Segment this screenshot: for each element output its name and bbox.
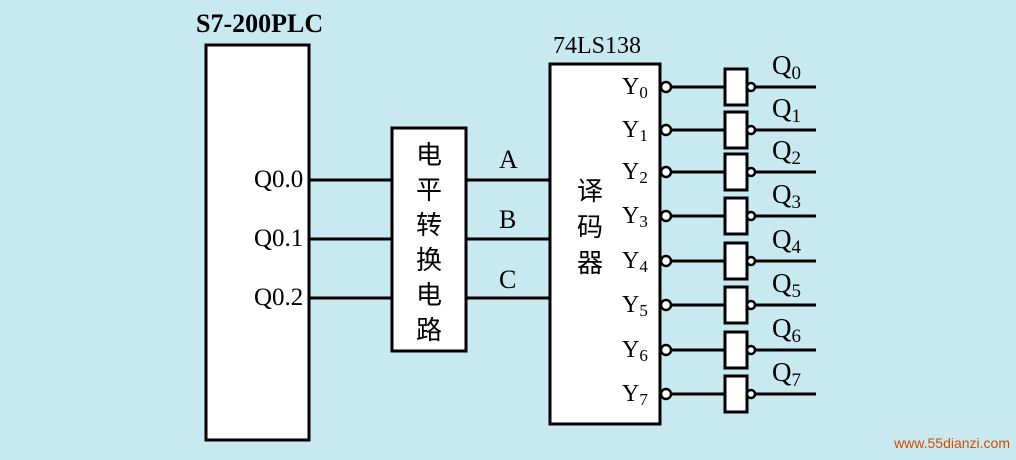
inversion-bubble-2	[659, 165, 673, 179]
gate-output-label-2: Q2	[772, 135, 801, 169]
plc-output-label-2: Q0.2	[254, 284, 303, 311]
gate-output-label-6-base: Q	[772, 313, 792, 343]
decoder-output-label-2-subscript: 2	[639, 168, 648, 187]
inversion-bubble-6	[659, 343, 673, 357]
decoder-char-2: 器	[577, 249, 603, 279]
converter-char-1: 平	[416, 176, 442, 206]
gate-output-label-0-subscript: 0	[792, 63, 802, 84]
gate-output-label-0-base: Q	[772, 50, 792, 80]
converter-char-4: 电	[416, 281, 442, 311]
plc-box	[204, 43, 311, 442]
gate-output-label-1: Q1	[772, 93, 801, 127]
gate-output-label-5: Q5	[772, 268, 801, 302]
gate-output-label-5-subscript: 5	[792, 281, 802, 302]
inversion-bubble-3	[659, 209, 673, 223]
decoder-output-label-1-base: Y	[622, 117, 639, 143]
buffer-gate-1	[723, 110, 749, 150]
buffer-gate-3	[723, 196, 749, 236]
converter-char-2: 转	[416, 211, 442, 241]
decoder-output-label-5-base: Y	[622, 292, 639, 318]
decoder-char-1: 码	[577, 213, 603, 243]
decoder-output-label-2-base: Y	[622, 159, 639, 185]
plc-title: S7-200PLC	[196, 9, 323, 38]
decoder-output-label-7: Y7	[622, 381, 648, 409]
gate-output-bubble-7	[745, 388, 757, 400]
gate-output-label-2-subscript: 2	[792, 148, 802, 169]
buffer-gate-6	[723, 330, 749, 370]
decoder-title: 74LS138	[553, 33, 641, 59]
converter-char-0: 电	[416, 141, 442, 171]
decoder-output-label-6-base: Y	[622, 337, 639, 363]
decoder-output-label-6: Y6	[622, 337, 648, 365]
gate-output-label-3: Q3	[772, 179, 801, 213]
decoder-output-label-1: Y1	[622, 117, 648, 145]
buffer-gate-5	[723, 285, 749, 325]
decoder-output-label-3-base: Y	[622, 203, 639, 229]
converter-box	[390, 126, 468, 353]
inversion-bubble-4	[659, 254, 673, 268]
gate-output-label-4-subscript: 4	[792, 237, 802, 258]
gate-output-label-4: Q4	[772, 224, 802, 258]
decoder-output-label-7-subscript: 7	[639, 390, 648, 409]
buffer-gate-7	[723, 374, 749, 414]
decoder-output-label-4: Y4	[622, 248, 648, 276]
decoder-output-label-7-base: Y	[622, 381, 639, 407]
decoder-output-label-5: Y5	[622, 292, 648, 320]
buffer-gate-0	[723, 67, 749, 107]
decoder-output-label-3-subscript: 3	[639, 212, 648, 231]
gate-output-label-4-base: Q	[772, 224, 792, 254]
gate-output-label-3-subscript: 3	[792, 192, 802, 213]
gate-output-bubble-4	[745, 255, 757, 267]
gate-output-bubble-6	[745, 344, 757, 356]
inversion-bubble-1	[659, 123, 673, 137]
inversion-bubble-0	[659, 80, 673, 94]
buffer-gate-4	[723, 241, 749, 281]
gate-output-bubble-0	[745, 81, 757, 93]
decoder-output-label-0-base: Y	[622, 74, 639, 100]
gate-output-label-3-base: Q	[772, 179, 792, 209]
gate-output-label-7: Q7	[772, 357, 801, 391]
decoder-output-label-0-subscript: 0	[639, 83, 648, 102]
gate-output-label-7-base: Q	[772, 357, 792, 387]
decoder-output-label-5-subscript: 5	[639, 301, 648, 320]
watermark: www.55dianzi.com	[893, 435, 1010, 451]
gate-output-label-1-base: Q	[772, 93, 792, 123]
gate-output-label-1-subscript: 1	[792, 106, 802, 127]
gate-output-bubble-1	[745, 124, 757, 136]
converter-char-5: 路	[416, 316, 442, 346]
line-label-c: C	[499, 265, 516, 294]
gate-output-bubble-3	[745, 210, 757, 222]
line-label-a: A	[499, 145, 518, 174]
gate-output-label-5-base: Q	[772, 268, 792, 298]
line-label-b: B	[499, 205, 516, 234]
gate-output-label-6: Q6	[772, 313, 801, 347]
inversion-bubble-7	[659, 387, 673, 401]
decoder-output-label-6-subscript: 6	[639, 346, 648, 365]
decoder-box	[548, 62, 662, 426]
decoder-output-label-4-subscript: 4	[639, 257, 648, 276]
decoder-output-label-1-subscript: 1	[639, 126, 648, 145]
inversion-bubble-5	[659, 298, 673, 312]
decoder-output-label-0: Y0	[622, 74, 648, 102]
gate-output-label-6-subscript: 6	[792, 326, 802, 347]
gate-output-bubble-5	[745, 299, 757, 311]
gate-output-label-7-subscript: 7	[792, 370, 802, 391]
decoder-output-label-2: Y2	[622, 159, 648, 187]
decoder-output-label-4-base: Y	[622, 248, 639, 274]
plc-output-label-0: Q0.0	[254, 166, 303, 193]
gate-output-bubble-2	[745, 166, 757, 178]
converter-char-3: 换	[416, 246, 442, 276]
buffer-gate-2	[723, 152, 749, 192]
gate-output-label-0: Q0	[772, 50, 801, 84]
decoder-output-label-3: Y3	[622, 203, 648, 231]
decoder-char-0: 译	[577, 177, 603, 207]
plc-output-label-1: Q0.1	[254, 225, 303, 252]
gate-output-label-2-base: Q	[772, 135, 792, 165]
